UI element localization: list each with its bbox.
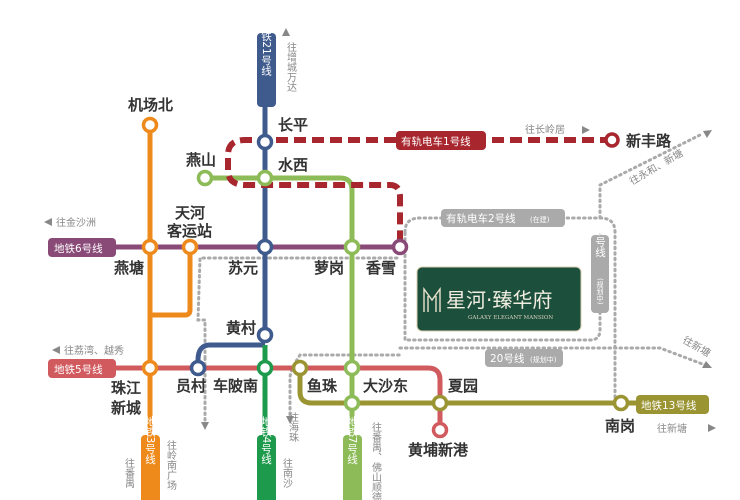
label-zhujiang: 珠江: [111, 379, 141, 397]
stations: [141, 116, 630, 439]
dir-nansha: 往南沙: [281, 457, 293, 488]
station-yuzhu[interactable]: [291, 359, 309, 377]
arrow-down-icon: [201, 422, 209, 430]
line21-label[interactable]: 地铁21号线: [260, 20, 272, 76]
line6-label[interactable]: 地铁6号线: [54, 242, 103, 255]
arrows: [44, 28, 716, 432]
arrow-upright-icon: [703, 130, 712, 138]
line23-loop: [403, 230, 602, 342]
dir-changlingju: 往长岭居: [525, 123, 565, 136]
label-luogang: 萝岗: [314, 259, 344, 277]
arrow-right-icon: [708, 424, 716, 432]
line23-label[interactable]: 23号线: [594, 223, 606, 257]
station-xiangxue[interactable]: [391, 238, 409, 256]
station-jichangbei[interactable]: [141, 116, 159, 134]
label-xincheng: 新城: [111, 399, 141, 417]
dir-lingnan: 往岭南广场: [165, 439, 177, 491]
arrow-up-icon: [282, 28, 290, 36]
station-nangang[interactable]: [612, 394, 630, 412]
line13-path: [297, 368, 640, 406]
line3-label[interactable]: 地铁3号线: [144, 415, 156, 464]
label-suyuan: 苏元: [228, 259, 258, 277]
station-yanshan[interactable]: [196, 169, 214, 187]
line7-path: [205, 175, 355, 500]
station-luogang[interactable]: [343, 238, 361, 256]
tram2-label[interactable]: 有轨电车2号线: [446, 212, 516, 225]
label-nangang: 南岗: [605, 417, 635, 435]
station-tianhe[interactable]: [181, 238, 199, 256]
dir-lichao: 往荔湾、越秀: [64, 344, 124, 357]
station-xinfenglu[interactable]: [604, 132, 620, 148]
line13-label[interactable]: 地铁13号线: [641, 399, 697, 412]
label-xiangxue: 香雪: [366, 259, 396, 277]
line21-branch: [195, 342, 265, 368]
label-tianhe: 天河: [175, 204, 205, 222]
station-yantang[interactable]: [141, 238, 159, 256]
logo-subtitle: GALAXY ELEGANT MANSION: [468, 315, 553, 321]
dir-panyu-foshan: 往番禺、佛山顺德: [370, 421, 382, 500]
station-chebeinan[interactable]: [256, 359, 274, 377]
station-zhujiangxincheng[interactable]: [141, 359, 159, 377]
line20-east: [398, 346, 707, 367]
dir-haizhu: 往海珠: [287, 411, 299, 443]
label-huangcun: 黄村: [226, 319, 256, 337]
station-suyuan[interactable]: [256, 238, 274, 256]
arrow-left-icon: [44, 218, 52, 226]
arrow-downright-icon: [702, 361, 712, 368]
arrow-down-icon: [286, 416, 294, 424]
label-dashadong: 大沙东: [363, 377, 408, 395]
line23-north: [598, 133, 702, 220]
label-yuncun: 员村: [176, 377, 206, 395]
dir-panyu: 往番禺: [123, 457, 135, 488]
station-shuixi[interactable]: [256, 169, 274, 187]
line-badges: 地铁21号线 地铁6号线 地铁5号线 有轨电车1号线 有轨电车2号线 (在建) …: [48, 20, 709, 500]
label-xiayuan: 夏园: [447, 377, 478, 395]
tram2-status: (在建): [530, 215, 550, 224]
line4-label[interactable]: 地铁4号线: [260, 415, 272, 464]
line5-path: [50, 365, 443, 430]
label-yanshan: 燕山: [186, 151, 216, 169]
dir-jinshazhou: 往金沙洲: [56, 216, 96, 229]
project-logo[interactable]: 星河·臻华府 GALAXY ELEGANT MANSION: [416, 266, 582, 332]
label-yantang: 燕塘: [114, 259, 144, 277]
label-changping: 长平: [278, 116, 308, 134]
label-keyunzhan: 客运站: [166, 222, 212, 240]
dir-xintang-diag: 往新塘: [681, 333, 713, 359]
label-jichangbei: 机场北: [128, 96, 173, 114]
label-shuixi: 水西: [278, 156, 308, 174]
arrow-left-icon: [52, 346, 60, 354]
tram1-label[interactable]: 有轨电车1号线: [401, 135, 471, 148]
line5-label[interactable]: 地铁5号线: [54, 363, 103, 376]
line20-west: [196, 256, 402, 360]
line23-status: (规划中): [596, 278, 604, 305]
station-yuncun[interactable]: [189, 359, 207, 377]
station-changping[interactable]: [256, 133, 274, 151]
station-dashadong[interactable]: [343, 359, 361, 377]
dir-zengcheng: 往增城万达: [285, 41, 297, 92]
station-huangcun[interactable]: [256, 326, 274, 344]
station-xiayuan[interactable]: [431, 394, 449, 412]
arrow-right-icon: [582, 126, 590, 134]
logo-name: 星河·臻华府: [446, 288, 552, 312]
line3-branch: [150, 247, 193, 318]
dir-xintang: 往新塘: [657, 422, 687, 435]
label-yuzhu: 鱼珠: [307, 377, 338, 395]
line7-label[interactable]: 地铁7号线: [346, 415, 358, 464]
line20-label[interactable]: 20号线: [490, 352, 525, 365]
label-huangpuxingang: 黄埔新港: [408, 441, 469, 459]
tram1-path: [225, 137, 612, 247]
line20-status: (规划中): [530, 355, 557, 364]
station-line7-13[interactable]: [343, 394, 361, 412]
station-huangpuxingang[interactable]: [431, 421, 449, 439]
logo-mark-icon: [423, 286, 441, 312]
label-xinfenglu: 新丰路: [626, 132, 672, 150]
label-chebeinan: 车陂南: [213, 377, 258, 395]
station-labels: 机场北 长平 水西 燕山 天河 客运站 燕塘 苏元 萝岗 香雪 新丰路 黄村 珠…: [111, 96, 672, 459]
